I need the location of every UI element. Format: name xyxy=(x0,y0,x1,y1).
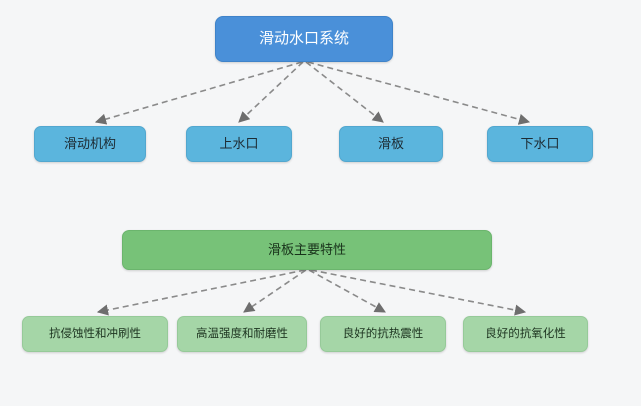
node-sliding-gate-system-root[interactable]: 滑动水口系统 xyxy=(215,16,393,62)
node-label: 抗侵蚀性和冲刷性 xyxy=(49,327,141,340)
node-slide-plate[interactable]: 滑板 xyxy=(339,126,443,162)
node-label: 下水口 xyxy=(520,135,560,151)
node-label: 滑板主要特性 xyxy=(267,241,346,257)
node-high-temp-strength-wear-resistance[interactable]: 高温强度和耐磨性 xyxy=(177,316,307,352)
edge-green-root-to-child-3 xyxy=(308,269,386,313)
edge-green-root-to-child-4 xyxy=(310,269,527,316)
node-label: 滑动水口系统 xyxy=(258,29,349,47)
edges-slide-plate-properties xyxy=(96,269,527,316)
edge-root-to-child-1 xyxy=(94,61,303,125)
edges-sliding-gate-system xyxy=(94,61,531,125)
edge-root-to-child-3 xyxy=(305,61,384,123)
node-slide-plate-properties-root[interactable]: 滑板主要特性 xyxy=(122,230,492,270)
node-label: 上水口 xyxy=(219,135,259,151)
node-erosion-scour-resistance[interactable]: 抗侵蚀性和冲刷性 xyxy=(22,316,168,352)
node-sliding-mechanism[interactable]: 滑动机构 xyxy=(34,126,146,162)
node-upper-nozzle[interactable]: 上水口 xyxy=(186,126,292,162)
edge-green-root-to-child-1 xyxy=(96,269,306,316)
edge-root-to-child-4 xyxy=(307,61,531,125)
node-label: 滑板 xyxy=(377,135,404,151)
node-label: 高温强度和耐磨性 xyxy=(196,327,288,340)
edge-green-root-to-child-2 xyxy=(243,269,307,313)
node-lower-nozzle[interactable]: 下水口 xyxy=(487,126,593,162)
edge-root-to-child-2 xyxy=(238,61,304,123)
node-thermal-shock-resistance[interactable]: 良好的抗热震性 xyxy=(320,316,446,352)
node-oxidation-resistance[interactable]: 良好的抗氧化性 xyxy=(463,316,588,352)
node-label: 良好的抗氧化性 xyxy=(485,327,566,340)
node-label: 滑动机构 xyxy=(63,135,116,151)
node-label: 良好的抗热震性 xyxy=(342,327,424,340)
